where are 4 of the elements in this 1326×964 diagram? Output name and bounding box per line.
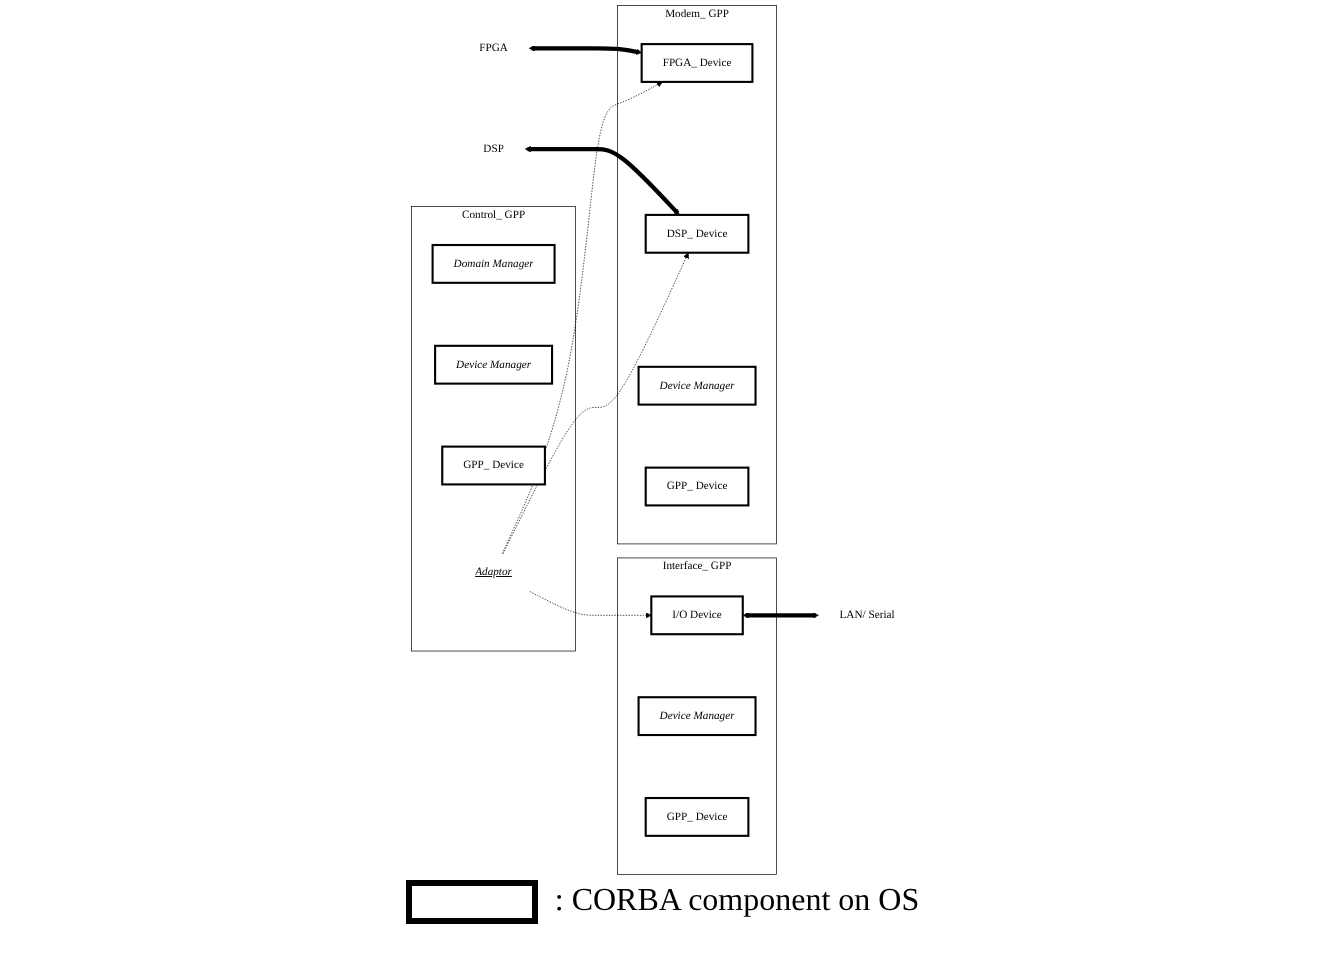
legend-text: : CORBA component on OS (554, 884, 920, 920)
arrow (524, 146, 679, 216)
arrow (742, 612, 819, 619)
arrow (528, 45, 642, 55)
